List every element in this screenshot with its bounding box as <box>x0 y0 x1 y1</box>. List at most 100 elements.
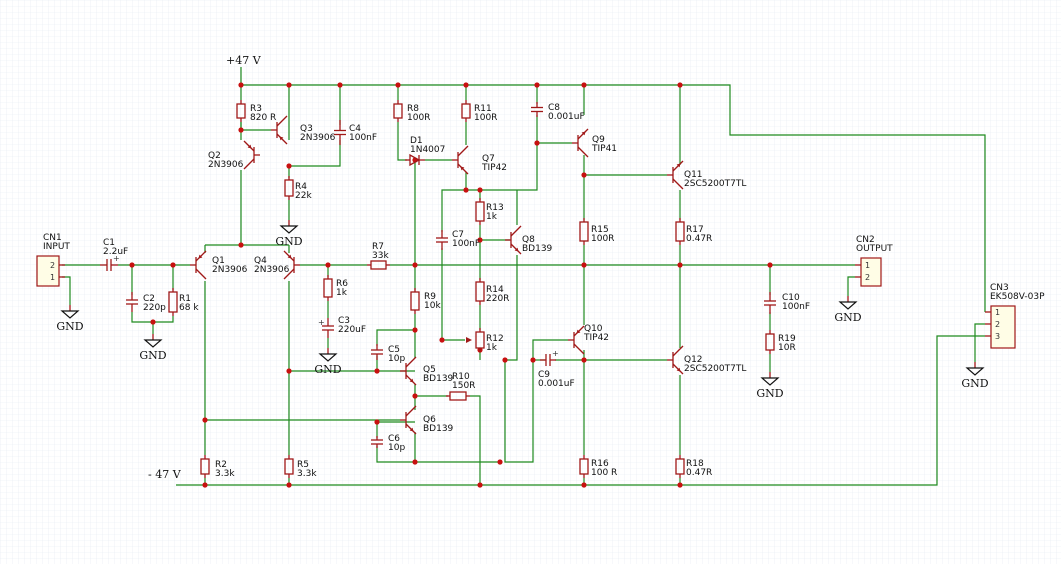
junction-dot <box>412 327 418 333</box>
junction-dot <box>439 337 445 343</box>
wire <box>974 323 985 362</box>
r2-resistor <box>200 455 210 478</box>
junction-dot <box>150 319 156 325</box>
c5-ref-label: C5 <box>388 345 400 355</box>
r11-resistor <box>461 100 471 122</box>
q1-value-label: 2N3906 <box>212 265 248 275</box>
q5-transistor <box>400 356 417 386</box>
r8-resistor <box>393 100 403 122</box>
r12-value-label: 1k <box>486 343 498 353</box>
junction-dot <box>129 262 135 268</box>
junction-dot <box>412 393 418 399</box>
r12-resistor <box>475 328 485 352</box>
q10-ref-label: Q10 <box>584 324 603 334</box>
svg-text:+: + <box>318 318 325 327</box>
svg-text:+: + <box>113 254 120 263</box>
r6-resistor <box>323 275 333 301</box>
r9-ref-label: R9 <box>424 292 436 302</box>
junction-dot <box>412 459 418 465</box>
cn1-ground <box>60 305 80 319</box>
c8-capacitor <box>531 102 543 117</box>
c4-value-label: 100nF <box>349 133 377 143</box>
junction-dot <box>202 482 208 488</box>
cn3-pin-number: 3 <box>995 332 1000 341</box>
c3-ref-label: C3 <box>338 316 350 326</box>
r18-value-label: 0.47R <box>686 468 712 478</box>
junction-dot <box>286 82 292 88</box>
r1-value-label: 68 k <box>179 303 199 313</box>
r19-ground <box>760 372 780 386</box>
r18-ref-label: R18 <box>686 459 704 469</box>
c1-capacitor: + <box>100 254 120 271</box>
ground-label: GND <box>961 377 988 390</box>
junction-dot <box>477 482 483 488</box>
junction-dot <box>238 82 244 88</box>
r10-resistor <box>446 391 470 401</box>
q5-value-label: BD139 <box>423 374 454 384</box>
junction-dot <box>534 82 540 88</box>
q1-ref-label: Q1 <box>212 256 225 266</box>
c9-capacitor: + <box>540 349 559 366</box>
q3-ref-label: Q3 <box>300 124 313 134</box>
junction-dot <box>463 82 469 88</box>
cn1-pin-number: 2 <box>50 261 55 270</box>
r9-resistor <box>410 288 420 314</box>
c4-capacitor <box>334 120 346 145</box>
q12-transistor <box>667 345 684 375</box>
wire <box>376 329 415 346</box>
cn3-pin-number: 1 <box>995 308 1000 317</box>
r14-ref-label: R14 <box>486 285 504 295</box>
r11-value-label: 100R <box>474 113 497 123</box>
r5-value-label: 3.3k <box>297 469 317 479</box>
ground-label: GND <box>275 235 302 248</box>
q7-ref-label: Q7 <box>482 154 495 164</box>
junction-dot <box>677 262 683 268</box>
q6-value-label: BD139 <box>423 424 454 434</box>
r5-resistor <box>284 455 294 478</box>
r4-ground <box>279 220 299 234</box>
junction-dot <box>534 140 540 146</box>
cn3-ground <box>965 362 985 376</box>
q5-ref-label: Q5 <box>423 365 436 375</box>
junction-dot <box>325 262 331 268</box>
q9-value-label: TIP41 <box>591 144 617 154</box>
junction-dot <box>374 368 380 374</box>
r15-ref-label: R15 <box>591 225 609 235</box>
c1-ref-label: C1 <box>103 238 115 248</box>
ground-label: GND <box>834 311 861 324</box>
wire <box>441 172 467 232</box>
r16-resistor <box>579 455 589 478</box>
q8-ref-label: Q8 <box>522 235 535 245</box>
junction-dot <box>477 237 483 243</box>
c3-capacitor: + <box>318 318 334 338</box>
r8-value-label: 100R <box>407 113 430 123</box>
r2-value-label: 3.3k <box>215 469 235 479</box>
q3-transistor <box>271 115 288 145</box>
junction-dot <box>767 262 773 268</box>
r3-ref-label: R3 <box>250 104 262 114</box>
junction-dot <box>581 482 587 488</box>
junction-dot <box>286 163 292 169</box>
cn1-value-label: INPUT <box>43 242 70 252</box>
junction-dot <box>497 459 503 465</box>
q4-transistor <box>283 250 300 280</box>
cn1-ref-label: CN1 <box>43 233 62 243</box>
c10-capacitor <box>764 292 776 314</box>
wire <box>466 143 538 191</box>
r16-value-label: 100 R <box>591 468 617 478</box>
r7-resistor <box>367 260 390 270</box>
r14-value-label: 220R <box>486 294 509 304</box>
c2-capacitor <box>126 292 138 312</box>
r17-value-label: 0.47R <box>686 234 712 244</box>
c2-value-label: 220p <box>143 303 166 313</box>
q12-value-label: 2SC5200T7TL <box>684 364 746 374</box>
q8-transistor <box>505 225 522 255</box>
r15-resistor <box>579 218 589 245</box>
c6-ref-label: C6 <box>388 434 400 444</box>
r1-ref-label: R1 <box>179 294 191 304</box>
wire <box>470 395 481 485</box>
cn3-value-label: EK508V-03P <box>990 292 1045 302</box>
c7-capacitor <box>436 230 448 250</box>
q9-transistor <box>572 128 589 158</box>
